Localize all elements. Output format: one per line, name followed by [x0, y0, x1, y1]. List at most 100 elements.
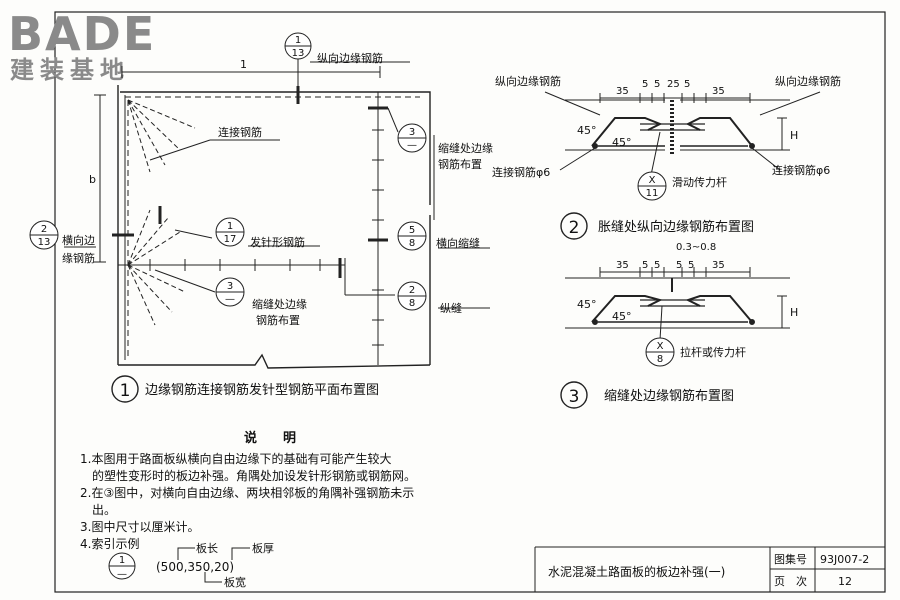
ref-suofeng-left: 3 —	[215, 277, 245, 307]
label-zongfeng: 纵缝	[440, 301, 462, 315]
svg-text:11: 11	[646, 188, 659, 199]
atlas-label: 图集号	[774, 552, 807, 566]
note-line: 的塑性变形时的板边补强。角隅处加设发针形钢筋或钢筋网。	[92, 469, 417, 483]
svg-text:—: —	[117, 569, 127, 580]
example-values: (500,350,20)	[156, 560, 234, 574]
s2-label-right-top: 纵向边缘钢筋	[775, 74, 841, 88]
ref-zongfeng: 2 8	[397, 281, 427, 311]
svg-text:X: X	[649, 175, 656, 186]
label-zongxiang-bianyuan: 纵向边缘钢筋	[317, 51, 383, 65]
ref-hengxiang-suofeng: 5 8	[397, 221, 427, 251]
s2-label-left-top: 纵向边缘钢筋	[495, 74, 561, 88]
s3-dims: 35 5 5 5 5 35	[616, 260, 725, 271]
svg-text:5: 5	[409, 225, 415, 236]
s3-gap: 0.3~0.8	[676, 242, 716, 253]
svg-text:5: 5	[642, 260, 648, 271]
note-line: 2.在③图中，对横向自由边缘、两块相邻板的角隅补强钢筋未示	[80, 486, 415, 500]
caption1-circle	[111, 375, 139, 403]
label-suofeng-left-1: 缩缝处边缘	[252, 297, 307, 311]
s2-ref: X 11	[637, 171, 667, 201]
caption3-text: 缩缝处边缘钢筋布置图	[604, 388, 734, 404]
svg-text:5: 5	[684, 79, 690, 90]
svg-text:35: 35	[712, 86, 725, 97]
atlas-no: 93J007-2	[820, 553, 869, 566]
s2-label-left-bot: 连接钢筋φ6	[492, 165, 550, 179]
s3-angle2: 45°	[612, 310, 632, 323]
svg-text:5: 5	[654, 260, 660, 271]
svg-text:—: —	[225, 294, 235, 305]
ref-fazhen: 1 17	[215, 217, 245, 247]
caption2-text: 胀缝处纵向边缘钢筋布置图	[598, 219, 754, 235]
svg-text:25: 25	[667, 79, 680, 90]
svg-text:1: 1	[295, 35, 301, 46]
s2-ref-label: 滑动传力杆	[672, 175, 727, 189]
svg-text:2: 2	[41, 224, 47, 235]
index-example: 1 —	[108, 547, 250, 583]
svg-text:1: 1	[227, 221, 233, 232]
s3-ref-label: 拉杆或传力杆	[680, 345, 746, 359]
svg-text:5: 5	[642, 79, 648, 90]
section3-drawing	[565, 267, 790, 341]
svg-text:—: —	[407, 140, 417, 151]
ref-suofeng-right: 3 —	[397, 123, 427, 153]
svg-text:1: 1	[119, 555, 125, 566]
s2-angle2: 45°	[612, 136, 632, 149]
label-suofeng-left-2: 钢筋布置	[256, 313, 300, 327]
svg-text:5: 5	[688, 260, 694, 271]
section2-drawing	[544, 91, 821, 181]
ref-top: 1 13	[284, 32, 312, 60]
svg-text:5: 5	[676, 260, 682, 271]
svg-text:13: 13	[38, 237, 51, 248]
example-length-label: 板长	[196, 541, 218, 555]
s2-angle1: 45°	[577, 124, 597, 137]
s2-h: H	[790, 129, 798, 142]
page-label: 页 次	[774, 574, 807, 588]
label-lianjie: 连接钢筋	[218, 125, 262, 139]
s3-ref: X 8	[645, 337, 675, 367]
note-line: 3.图中尺寸以厘米计。	[80, 520, 200, 534]
caption1-text: 边缘钢筋连接钢筋发针型钢筋平面布置图	[145, 382, 379, 398]
s2-label-right-bot: 连接钢筋φ6	[772, 163, 830, 177]
note-line: 出。	[92, 503, 117, 517]
svg-text:35: 35	[616, 86, 629, 97]
caption3-circle	[560, 381, 588, 409]
brand-logo: BADE	[8, 7, 156, 61]
label-hengxiang-suofeng: 横向缩缝	[436, 236, 480, 250]
notes: 说 明 1.本图用于路面板纵横向自由边缘下的基础有可能产生较大 的塑性变形时的板…	[80, 430, 500, 553]
label-hengxiang-line2: 缘钢筋	[62, 251, 95, 265]
s3-h: H	[790, 306, 798, 319]
svg-text:5: 5	[654, 79, 660, 90]
svg-text:3: 3	[409, 127, 415, 138]
notes-heading: 说 明	[243, 431, 296, 446]
ref-left: 2 13	[29, 220, 59, 250]
svg-text:8: 8	[657, 354, 663, 365]
svg-text:8: 8	[409, 238, 415, 249]
brand-tagline: 建装基地	[10, 56, 130, 84]
drawing-frame	[54, 11, 886, 593]
example-thickness-label: 板厚	[252, 541, 274, 555]
note-line: 4.索引示例	[80, 537, 140, 551]
title-block	[534, 546, 885, 592]
svg-text:3: 3	[227, 281, 233, 292]
dim-b-label: b	[89, 173, 96, 186]
dim-l-label: 1	[240, 58, 247, 71]
svg-text:13: 13	[292, 48, 305, 59]
example-width-label: 板宽	[224, 575, 246, 589]
note-line: 1.本图用于路面板纵横向自由边缘下的基础有可能产生较大	[80, 452, 392, 466]
label-suofeng-right-1: 缩缝处边缘	[438, 141, 493, 155]
caption1-num: 1	[120, 381, 131, 401]
caption3-num: 3	[569, 387, 580, 407]
plan-view	[64, 58, 490, 369]
label-fazhen: 发针形钢筋	[250, 235, 305, 249]
svg-text:35: 35	[616, 260, 629, 271]
title-block-title: 水泥混凝土路面板的板边补强(一)	[548, 564, 725, 579]
s2-dims: 35 5 5 25 5 35	[616, 79, 725, 97]
svg-text:8: 8	[409, 298, 415, 309]
svg-text:35: 35	[712, 260, 725, 271]
caption2-num: 2	[569, 218, 580, 238]
s3-angle1: 45°	[577, 298, 597, 311]
svg-text:17: 17	[224, 234, 237, 245]
caption2-circle	[560, 212, 588, 240]
svg-text:2: 2	[409, 285, 415, 296]
